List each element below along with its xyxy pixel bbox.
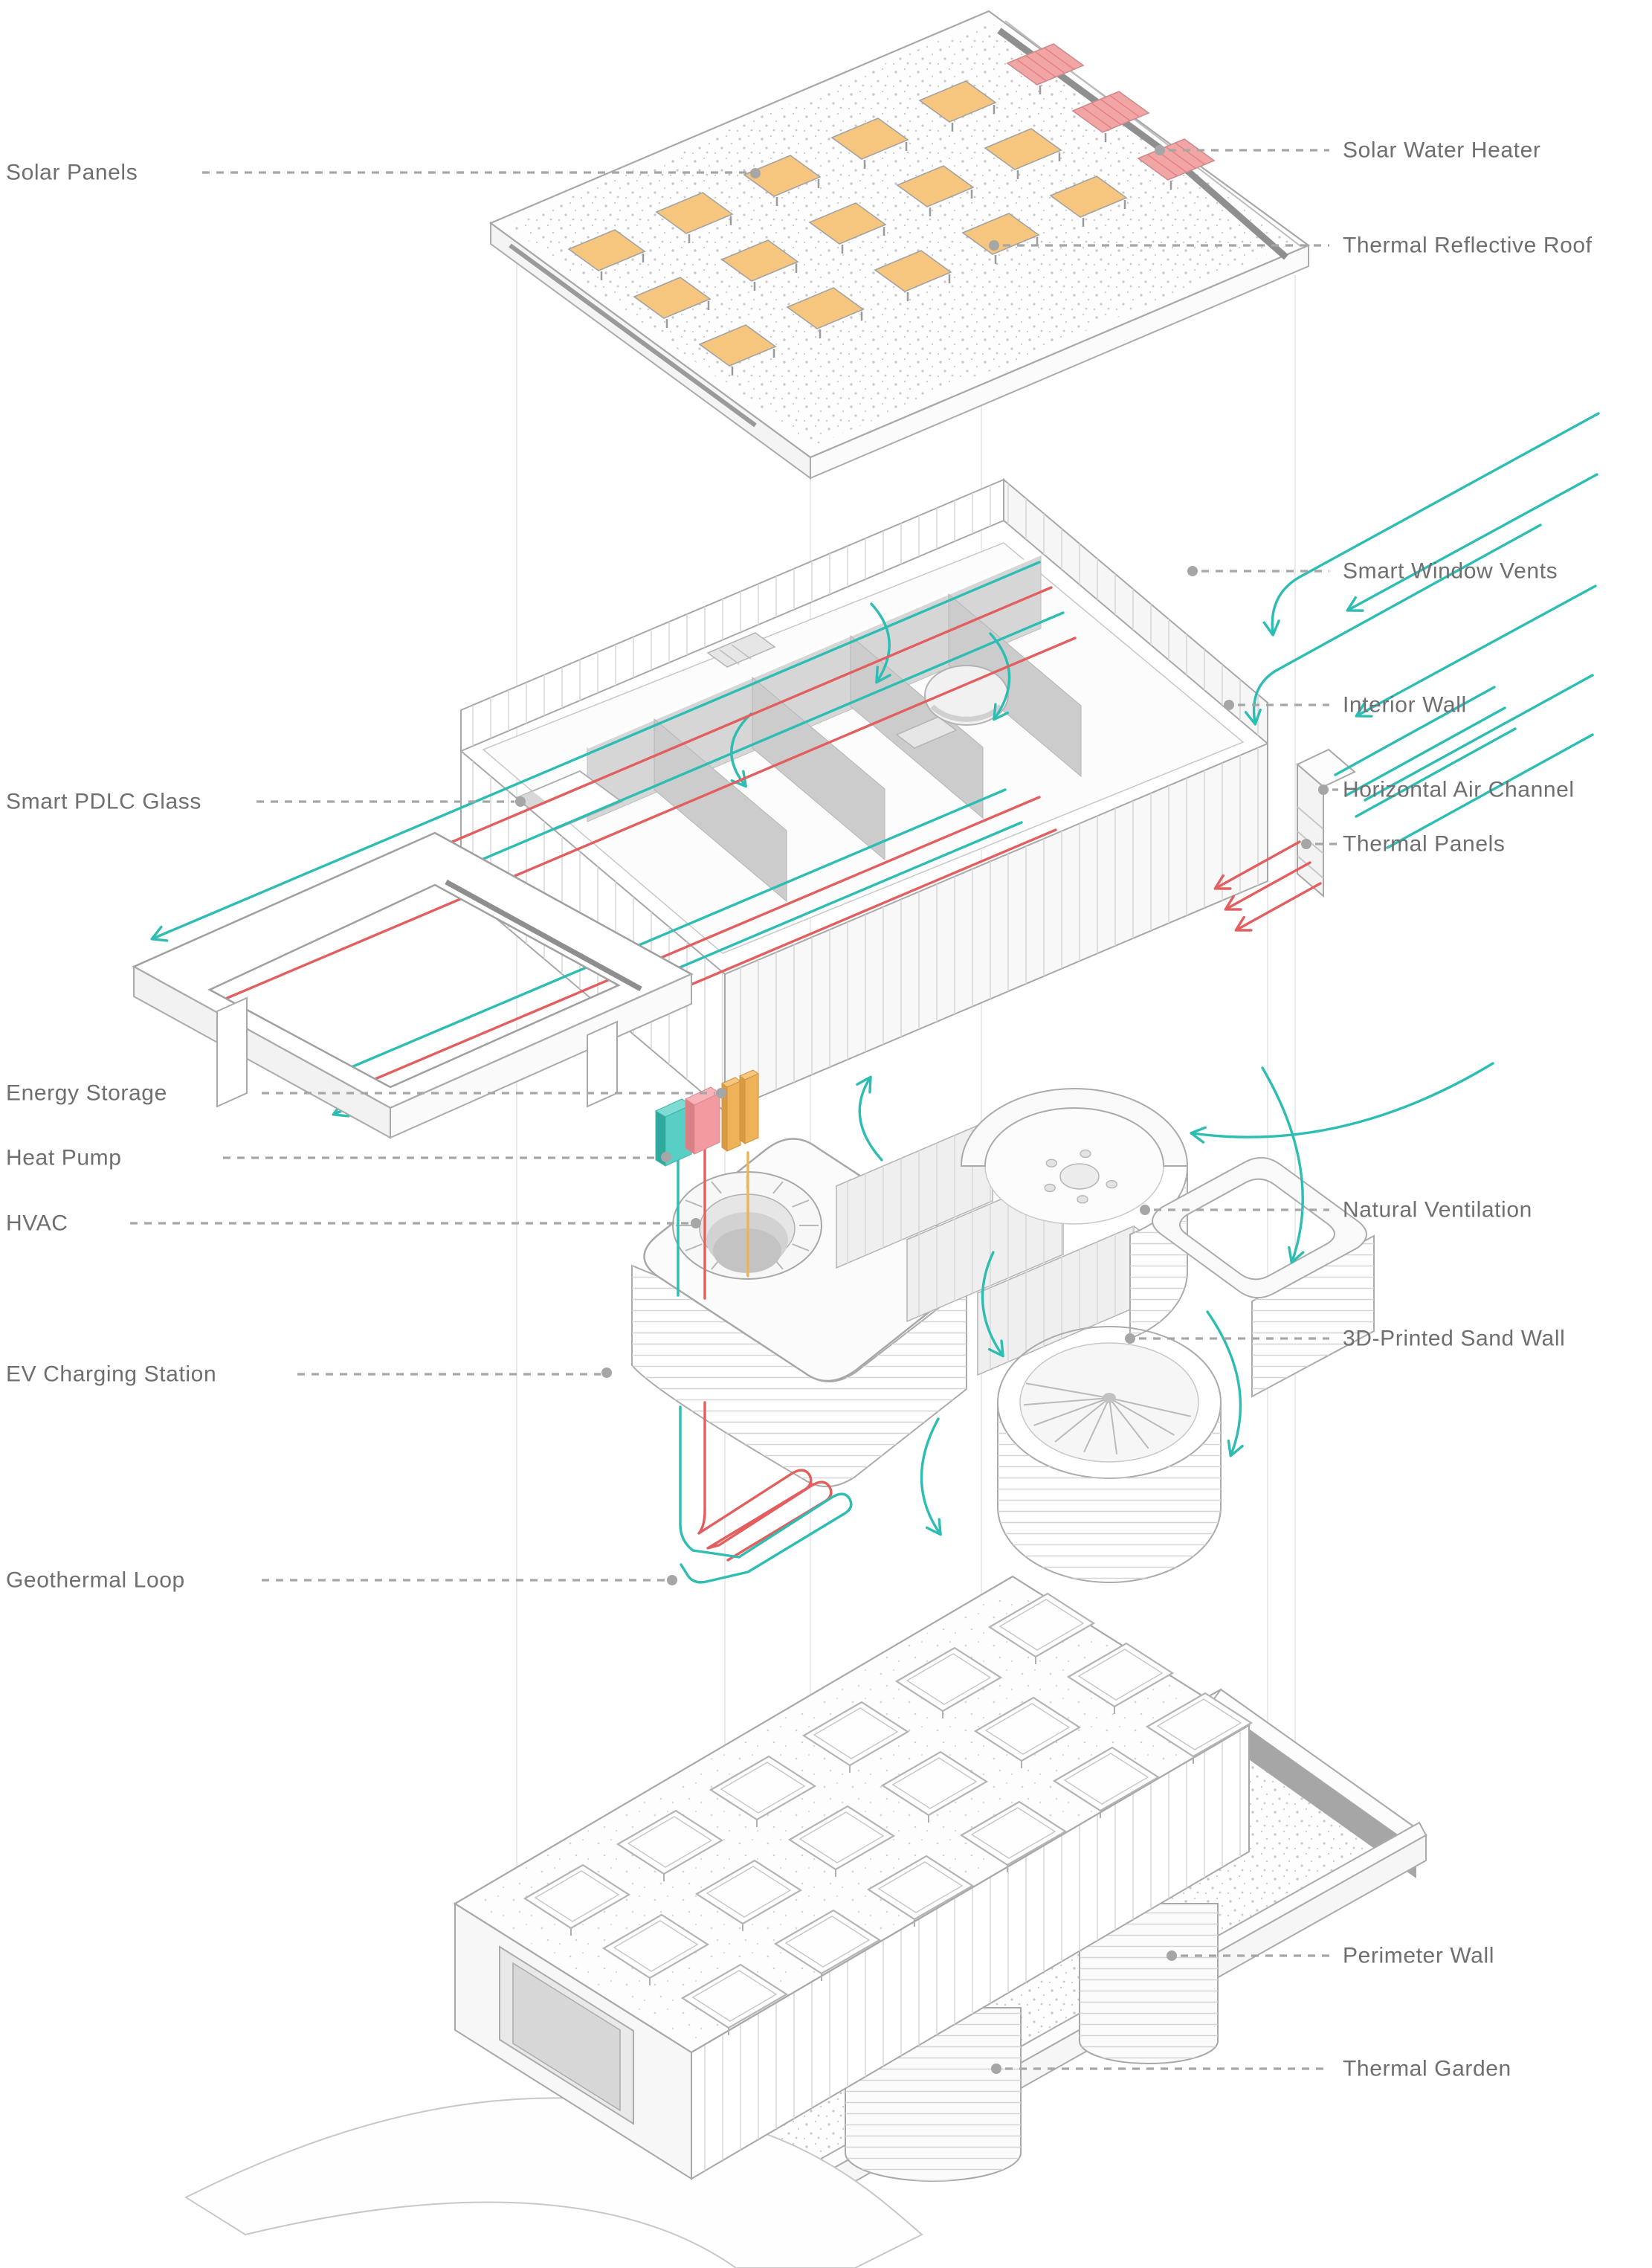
carport-opening: [499, 1945, 634, 2125]
label-natural-ventilation: Natural Ventilation: [1343, 1198, 1532, 1222]
label-thermal-garden: Thermal Garden: [1343, 2057, 1511, 2081]
leader-natural-ventilation: [1140, 1205, 1329, 1215]
leader-lines: [130, 145, 1338, 2074]
leader-geothermal-loop: [262, 1575, 677, 1585]
leader-solar-panels: [202, 168, 761, 178]
leader-interior-wall: [1224, 700, 1329, 710]
leader-printed-sand-wall: [1125, 1333, 1329, 1344]
label-smart-pdlc-glass: Smart PDLC Glass: [6, 790, 201, 814]
interior-wall-cross: [752, 676, 885, 861]
leader-hvac: [130, 1218, 701, 1228]
foundation-slab: [453, 1575, 1253, 2180]
stair-void: [924, 665, 1009, 726]
ground-floor-level: [631, 1062, 1494, 1583]
label-ev-charging-station: EV Charging Station: [6, 1362, 216, 1387]
roof-skirt-shadow: [509, 243, 757, 428]
airflow-curved-arrows: [730, 602, 1011, 788]
leader-smart-window-vents: [1187, 566, 1329, 576]
foundation-level: [184, 1575, 1428, 2268]
pdlc-glass-frame: [132, 831, 694, 1139]
label-heat-pump: Heat Pump: [6, 1146, 121, 1170]
shelving-unit: [706, 632, 958, 749]
leader-horizontal-air-channel: [1318, 785, 1338, 795]
solar-panel-array: [567, 80, 1128, 376]
leader-energy-storage: [262, 1088, 726, 1098]
geothermal-loop: [679, 1401, 853, 1584]
leader-heat-pump: [223, 1152, 671, 1162]
spiral-stair-steps: [1023, 1382, 1191, 1454]
leader-solar-water-heater: [1155, 145, 1329, 155]
label-horizontal-air-channel: Horizontal Air Channel: [1343, 778, 1575, 802]
interior-wall-cross: [654, 718, 787, 903]
printed-sand-wall-piece: [1152, 1156, 1375, 1398]
solar-water-heater-panels: [1006, 43, 1216, 190]
label-hvac: HVAC: [6, 1211, 68, 1236]
service-lines: [677, 1148, 749, 1300]
leader-thermal-panels: [1301, 839, 1337, 849]
leader-perimeter-wall: [1167, 1950, 1329, 1961]
label-perimeter-wall: Perimeter Wall: [1343, 1944, 1494, 1968]
thermal-panel-unit: [1213, 674, 1594, 932]
label-smart-window-vents: Smart Window Vents: [1343, 559, 1558, 584]
dining-chairs: [1044, 1149, 1117, 1204]
leader-ev-charging: [297, 1367, 612, 1378]
heat-pump-box: [684, 1086, 721, 1155]
label-energy-storage: Energy Storage: [6, 1081, 167, 1106]
label-geothermal-loop: Geothermal Loop: [6, 1568, 185, 1593]
label-solar-panels: Solar Panels: [6, 161, 138, 185]
label-interior-wall: Interior Wall: [1343, 693, 1467, 718]
panel-mounting-frames: [523, 1592, 1253, 2035]
energy-storage-panels: [720, 1069, 760, 1152]
label-thermal-panels: Thermal Panels: [1343, 832, 1506, 857]
labels: Solar Panels Smart PDLC Glass Energy Sto…: [6, 138, 1593, 2081]
label-thermal-reflective-roof: Thermal Reflective Roof: [1343, 233, 1593, 258]
smart-window-vent-arrows: [1244, 412, 1600, 726]
label-solar-water-heater: Solar Water Heater: [1343, 138, 1540, 163]
frame-leg: [216, 996, 248, 1108]
leader-thermal-reflective-roof: [989, 240, 1329, 251]
spiral-stair-cylinder: [997, 1326, 1222, 1583]
upper-floor-far-walls: [460, 477, 1268, 753]
leader-smart-pdlc-glass: [256, 796, 526, 807]
upper-floor-level: [132, 412, 1600, 1139]
roof-level: [488, 10, 1311, 480]
roof-stipple-texture: [506, 20, 1292, 446]
dining-table: [1059, 1163, 1100, 1190]
label-printed-sand-wall: 3D-Printed Sand Wall: [1343, 1327, 1565, 1351]
interior-wall-cross: [948, 593, 1082, 778]
upper-floor-slab: [482, 542, 1245, 954]
leader-thermal-garden: [991, 2064, 1329, 2074]
dining-cylinder: [960, 1088, 1189, 1340]
natural-ventilation-arrows: [856, 1062, 1494, 1536]
